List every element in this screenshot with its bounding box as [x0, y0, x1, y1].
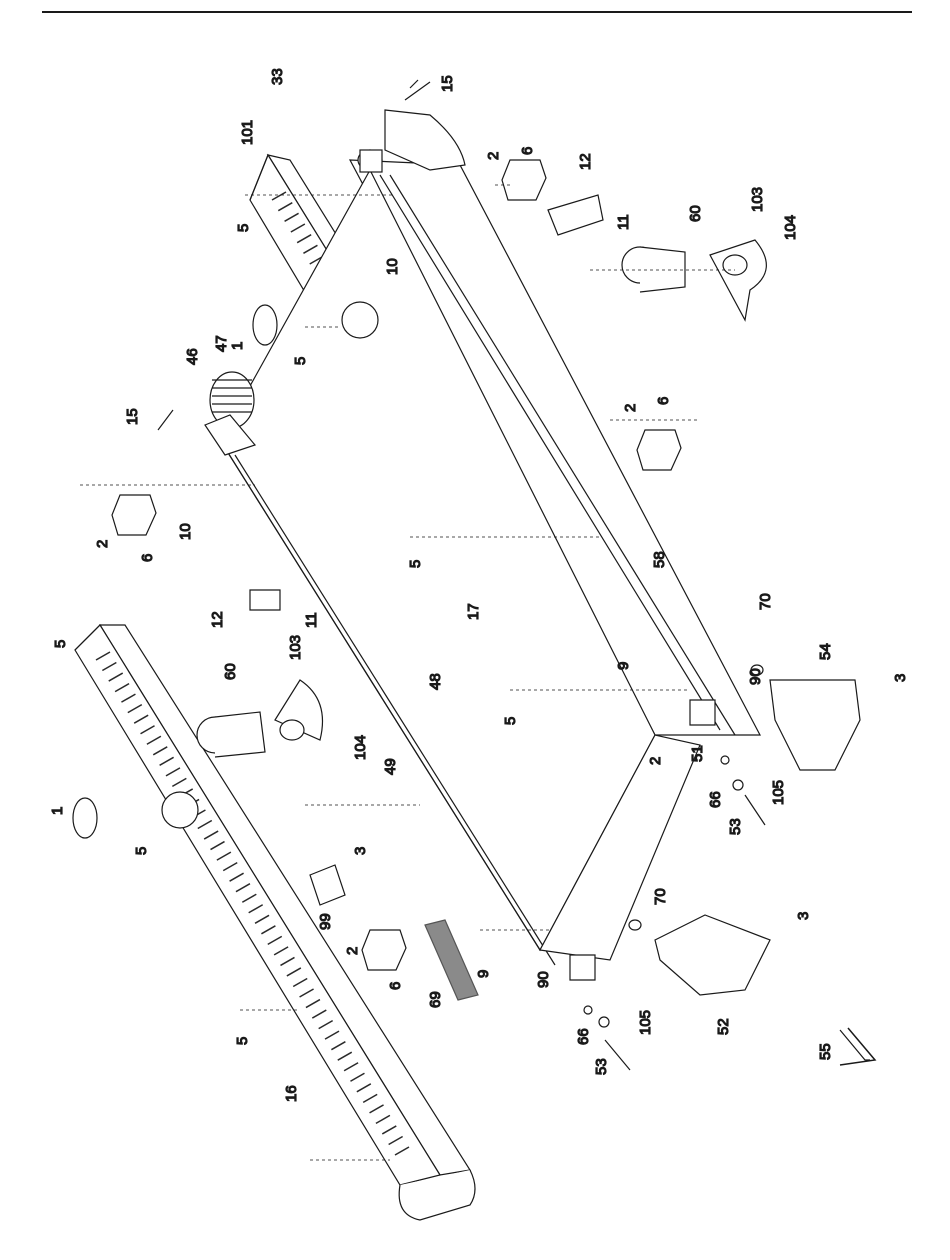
part-number: 3	[352, 847, 369, 855]
part-number: 3	[892, 674, 909, 682]
part-number: 2	[622, 404, 639, 412]
part-number: 90	[747, 668, 764, 685]
part-number: 99	[317, 913, 334, 930]
part-number: 2	[647, 757, 664, 765]
part-number: 1	[49, 807, 66, 815]
part-number: 5	[502, 717, 519, 725]
part-number: 12	[209, 611, 226, 628]
part-number: 11	[303, 612, 320, 628]
part-number: 101	[239, 120, 256, 145]
part-number: 5	[234, 1037, 251, 1045]
part-number: 55	[817, 1043, 834, 1060]
part-number: 103	[287, 635, 304, 660]
part-number: 16	[283, 1085, 300, 1102]
part-number: 104	[352, 735, 369, 760]
part-number: 48	[427, 673, 444, 690]
part-number: 58	[651, 551, 668, 568]
part-number: 46	[184, 348, 201, 365]
part-number: 10	[177, 523, 194, 540]
label-tape	[425, 920, 478, 1000]
part-number: 6	[139, 554, 156, 562]
part-number: 6	[655, 397, 672, 405]
part-number: 53	[593, 1058, 610, 1075]
part-number: 5	[52, 640, 69, 648]
part-number: 1	[229, 342, 246, 350]
part-number: 5	[235, 224, 252, 232]
part-number: 2	[94, 540, 111, 548]
part-number: 104	[782, 215, 799, 240]
part-number: 9	[475, 970, 492, 978]
part-number: 60	[687, 205, 704, 222]
part-number: 3	[795, 912, 812, 920]
part-number: 47	[213, 335, 230, 352]
part-number: 33	[269, 68, 286, 85]
part-number: 17	[465, 603, 482, 620]
part-number: 105	[637, 1010, 654, 1035]
part-number: 69	[427, 991, 444, 1008]
part-number: 15	[439, 75, 456, 92]
part-number: 70	[757, 593, 774, 610]
part-number: 12	[577, 153, 594, 170]
part-number: 53	[727, 818, 744, 835]
part-number: 66	[575, 1028, 592, 1045]
part-number: 5	[407, 560, 424, 568]
part-number: 6	[519, 147, 536, 155]
part-number: 6	[387, 982, 404, 990]
part-number: 15	[124, 408, 141, 425]
part-number: 105	[770, 780, 787, 805]
part-number: 51	[689, 745, 706, 762]
part-number: 5	[292, 357, 309, 365]
part-number: 5	[133, 847, 150, 855]
part-number: 10	[384, 258, 401, 275]
part-number: 70	[652, 888, 669, 905]
part-number: 54	[817, 643, 834, 660]
part-number: 2	[344, 947, 361, 955]
part-number: 52	[715, 1018, 732, 1035]
part-number: 2	[485, 152, 502, 160]
part-number: 90	[535, 971, 552, 988]
part-number: 9	[615, 662, 632, 670]
part-number: 11	[615, 214, 632, 230]
part-number: 103	[749, 187, 766, 212]
part-number: 60	[222, 663, 239, 680]
rear-roller	[358, 150, 382, 172]
part-number: 66	[707, 791, 724, 808]
part-number: 49	[382, 758, 399, 775]
